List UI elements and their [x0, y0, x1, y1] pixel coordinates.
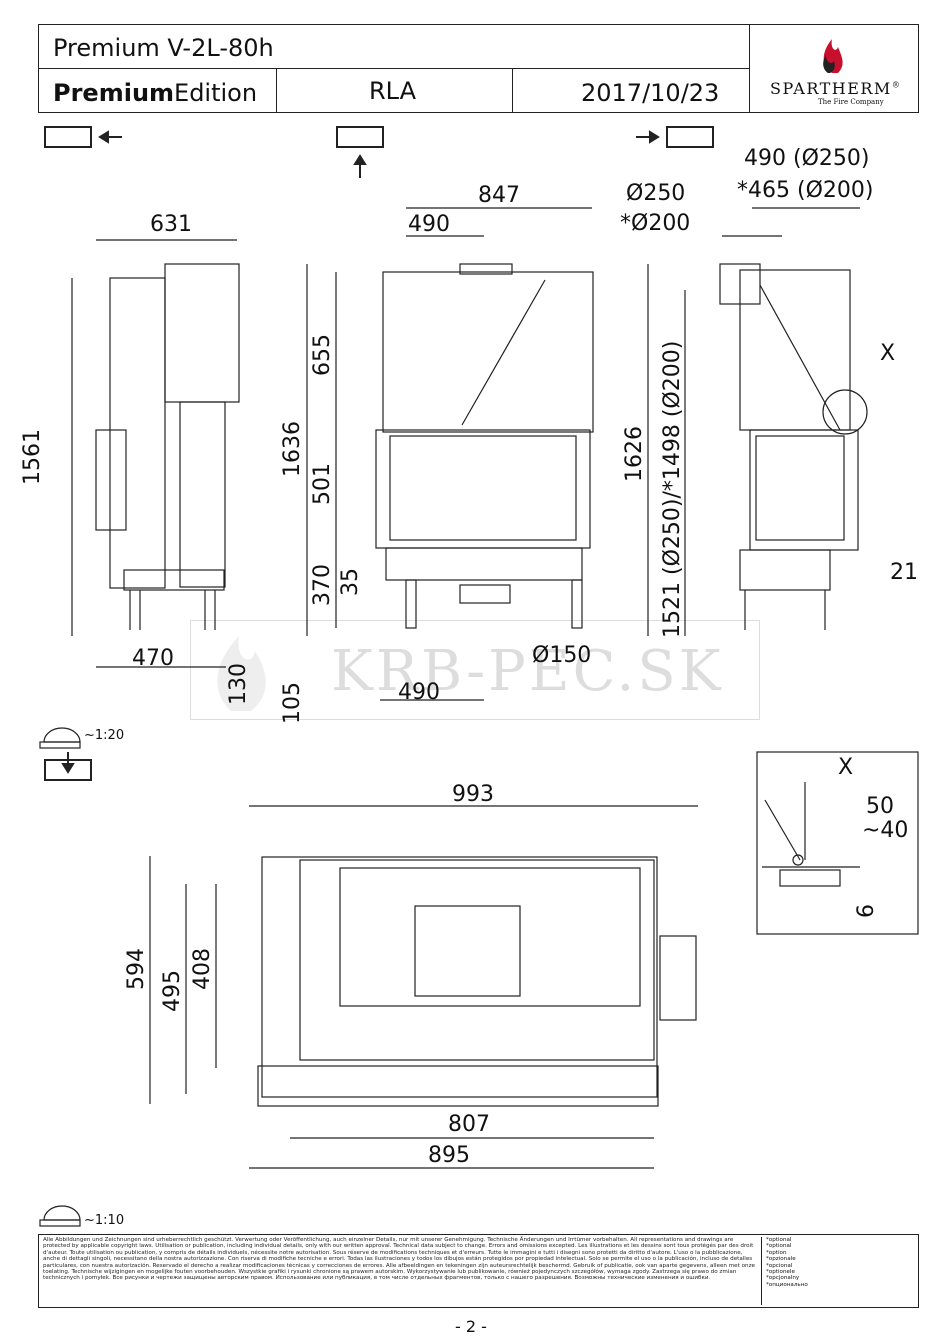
detail-x-dim-40: ~40 [862, 818, 909, 843]
title-block: Premium V-2L-80h PremiumEdition RLA 2017… [38, 24, 919, 113]
dim-plan-total-width: 993 [452, 782, 494, 807]
watermark-flame-icon [217, 636, 266, 711]
dim-front-upper-height: 655 [310, 334, 335, 376]
detail-marker-x: X [880, 341, 896, 366]
dim-air-offset: 490 [398, 680, 440, 705]
dim-left-height: 1561 [20, 429, 45, 485]
variant-label: RLA [369, 77, 417, 105]
flame-icon [823, 39, 843, 73]
optional-item: *opzionale [766, 1256, 796, 1263]
dim-plan-depth: 594 [124, 948, 149, 990]
detail-x-dim-50: 50 [866, 794, 894, 819]
dim-front-grate-height: 35 [338, 568, 363, 596]
title-divider [512, 68, 513, 112]
optional-item: *optional [766, 1237, 792, 1243]
dim-plan-width-inner: 807 [448, 1112, 490, 1137]
edition-regular: Edition [174, 79, 258, 107]
watermark-text: KRB-PEC.SK [331, 639, 724, 704]
edition-label: PremiumEdition [53, 81, 257, 105]
dim-flue-dia-250: Ø250 [626, 181, 686, 206]
optional-item: *opcjonalny [766, 1275, 800, 1282]
optional-item: *opcional [766, 1262, 793, 1269]
model-name: Premium V-2L-80h [53, 34, 274, 62]
title-divider [39, 68, 749, 69]
dim-front-width: 847 [478, 183, 520, 208]
dim-flue-pos-250: 490 (Ø250) [744, 146, 870, 171]
scale-label-bottom: ~1:10 [84, 1213, 125, 1228]
front-view [306, 207, 594, 701]
page-number: - 2 - [455, 1317, 487, 1336]
optional-item: *optional [766, 1243, 792, 1250]
dim-front-flue-offset: 490 [408, 212, 450, 237]
dim-left-base: 470 [132, 646, 174, 671]
watermark: KRB-PEC.SK [190, 620, 760, 720]
detail-x-label: X [838, 755, 854, 780]
optional-item: *option [766, 1249, 787, 1256]
brand-logo: SPARTHERM® The Fire Company [749, 25, 920, 112]
view-left-icon [44, 126, 122, 148]
brand-tagline: The Fire Company [818, 98, 884, 106]
view-right-icon [636, 126, 714, 148]
view-front-icon [336, 126, 384, 178]
dim-right-flue-height: 1521 (Ø250)/*1498 (Ø200) [660, 340, 685, 638]
revision-date: 2017/10/23 [581, 79, 720, 107]
plan-view [149, 805, 698, 1169]
optional-list: *optional *optional *option *opzionale *… [761, 1237, 911, 1305]
dim-left-width: 631 [150, 212, 192, 237]
side-view-right [647, 207, 868, 636]
dim-plan-depth-firebox: 408 [190, 948, 215, 990]
dim-right-total-height: 1626 [622, 426, 647, 482]
view-top-icon [44, 752, 92, 781]
title-divider [276, 68, 277, 112]
detail-x-dim-6: 6 [854, 904, 879, 918]
dim-flue-height: 130 [226, 663, 251, 705]
dim-front-base-height: 370 [310, 564, 335, 606]
scale-label-top: ~1:20 [84, 728, 125, 743]
dim-plan-depth-inner: 495 [160, 970, 185, 1012]
dim-plan-width-outer: 895 [428, 1143, 470, 1168]
optional-item: *optionele [766, 1269, 795, 1276]
scale-ruler-icon [39, 727, 81, 1227]
detail-x-view [756, 751, 919, 935]
dim-right-offset: 21 [890, 560, 918, 585]
legal-footer: Alle Abbildungen und Zeichnungen sind ur… [38, 1234, 919, 1308]
dim-bottom-height: 105 [280, 682, 305, 724]
side-view-left [71, 239, 240, 668]
dim-front-total-height: 1636 [280, 421, 305, 477]
dim-front-door-height: 501 [310, 463, 335, 505]
brand-name: SPARTHERM® [770, 79, 902, 98]
dim-flue-pos-200: *465 (Ø200) [737, 178, 874, 203]
legal-text: Alle Abbildungen und Zeichnungen sind ur… [43, 1237, 755, 1282]
dim-air-diameter: Ø150 [532, 643, 592, 668]
optional-item: *опционально [766, 1281, 808, 1288]
dim-flue-dia-200: *Ø200 [620, 211, 691, 236]
edition-bold: Premium [53, 79, 175, 107]
